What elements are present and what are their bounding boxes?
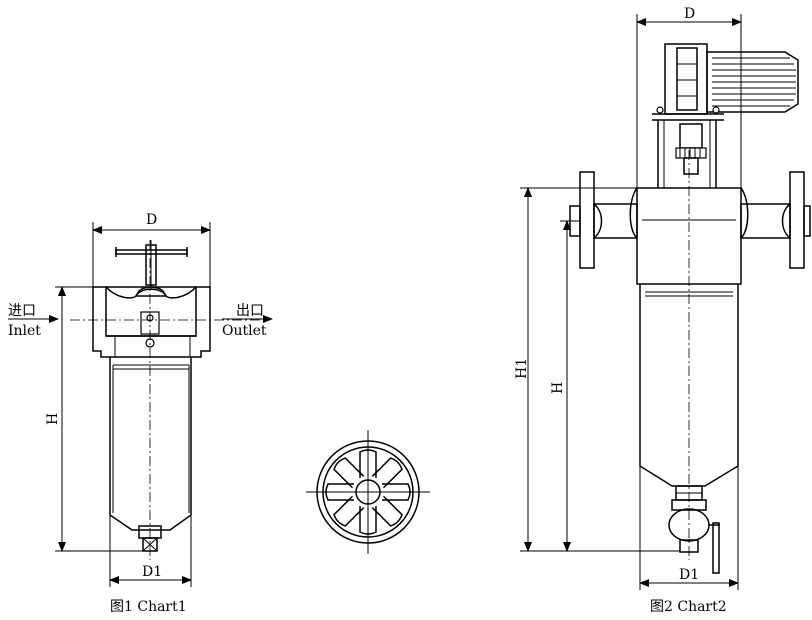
fig1-outlet: 出口 Outlet (222, 303, 273, 339)
figure-1: D 进口 Inlet (8, 212, 273, 615)
fig1-dimension-d: D (92, 212, 211, 290)
fig2-outlet-pipe (740, 171, 811, 269)
fig1-d-label: D (146, 212, 157, 228)
fig2-dimension-d1: D1 (639, 466, 739, 590)
section-windows (325, 449, 411, 535)
fig2-motor (664, 43, 799, 115)
figure-2: D (514, 6, 811, 615)
fig1-filter-head (92, 286, 211, 358)
fig1-dimension-h: H (45, 286, 143, 552)
fig2-dimension-h1: H1 (514, 187, 680, 552)
filter-element-section (306, 430, 430, 554)
fig1-h-label: H (45, 413, 61, 425)
fig2-inlet-pipe (564, 171, 638, 269)
fig1-handwheel (115, 240, 188, 290)
fig2-h-label: H (550, 382, 566, 394)
fig2-drain-valve (668, 485, 720, 574)
fig2-h1-label: H1 (514, 358, 530, 379)
fig2-support-frame (652, 106, 724, 188)
fig2-d1-label: D1 (679, 567, 699, 583)
fig1-housing (109, 357, 192, 552)
fig1-outlet-cn: 出口 (236, 303, 264, 319)
fig2-dimension-h: H (550, 220, 575, 552)
fig1-caption: 图1 Chart1 (110, 599, 187, 615)
fig1-d1-label: D1 (142, 564, 162, 580)
fig2-d-label: D (684, 6, 695, 22)
fig2-caption: 图2 Chart2 (650, 599, 727, 615)
fig1-inlet: 进口 Inlet (8, 303, 59, 339)
fig1-outlet-en: Outlet (222, 323, 267, 339)
fig2-dimension-d: D (636, 6, 742, 190)
fig1-dimension-d1: D1 (109, 515, 192, 587)
fig1-inlet-cn: 进口 (8, 303, 36, 319)
fig1-inlet-en: Inlet (8, 323, 41, 339)
